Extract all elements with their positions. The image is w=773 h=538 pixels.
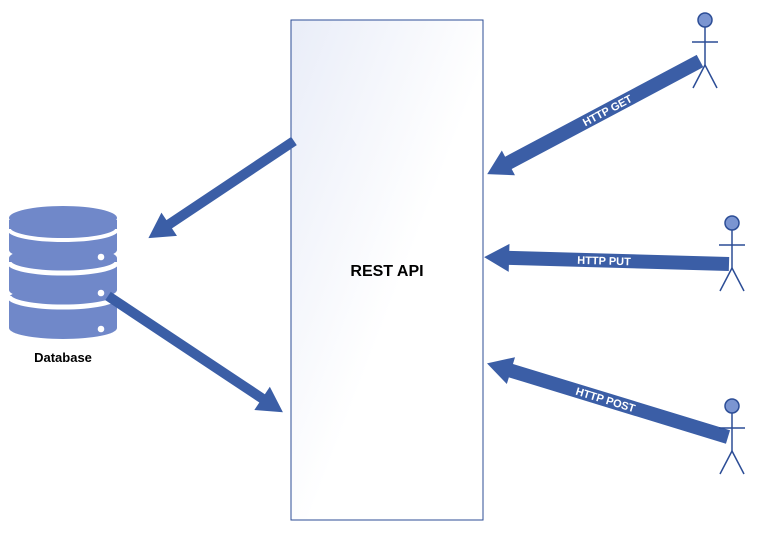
database-icon: Database bbox=[6, 206, 120, 365]
arrow-database-to-api bbox=[105, 291, 283, 413]
http-post-label: HTTP POST bbox=[574, 386, 637, 416]
rest-api-box: REST API bbox=[290, 19, 484, 521]
http-get-label: HTTP GET bbox=[581, 93, 635, 129]
http-post-arrow: HTTP POST bbox=[487, 357, 731, 444]
actor-icon-get bbox=[692, 12, 718, 89]
http-get-arrow: HTTP GET bbox=[487, 54, 704, 176]
http-put-label: HTTP PUT bbox=[577, 255, 631, 268]
http-put-arrow: HTTP PUT bbox=[484, 243, 730, 272]
actor-icon-put bbox=[719, 215, 745, 292]
actor-icon-post bbox=[719, 398, 745, 475]
rest-api-label: REST API bbox=[350, 263, 423, 280]
database-label: Database bbox=[34, 350, 92, 365]
arrow-api-to-database bbox=[148, 136, 297, 239]
